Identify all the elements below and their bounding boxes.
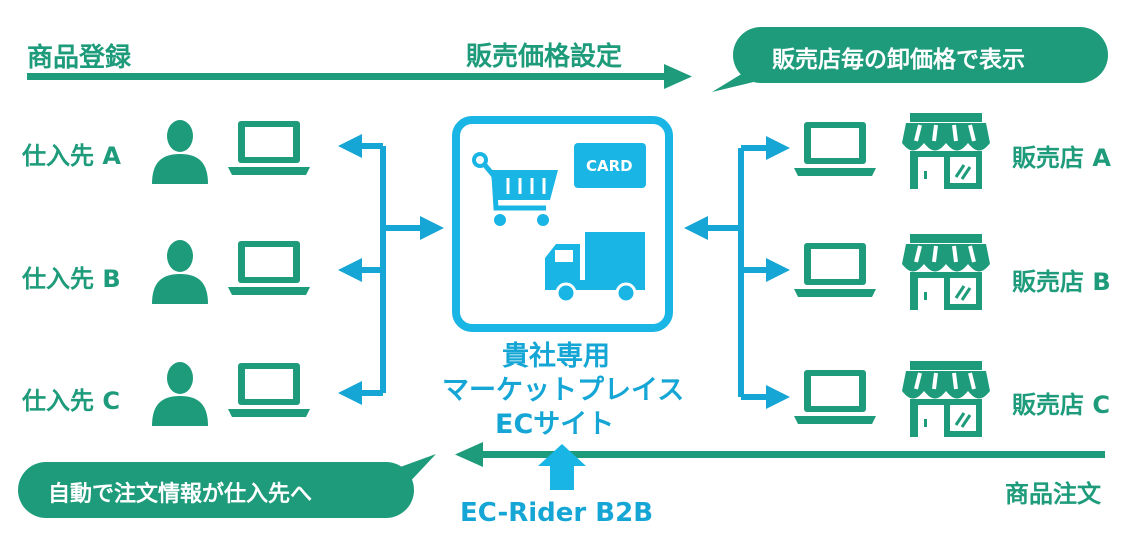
laptop-icon [228, 121, 310, 175]
supplier-a-icons [152, 120, 310, 184]
store-b-icons [794, 232, 992, 312]
store-a-icons [794, 111, 992, 191]
store-c-label: 販売店 C [1012, 391, 1110, 419]
laptop-icon [794, 122, 876, 176]
auto-order-bubble-label: 自動で注文情報が仕入先へ [48, 482, 313, 507]
laptop-icon [794, 370, 876, 424]
top-flow-arrow [27, 64, 692, 89]
store-connector [684, 136, 790, 409]
storefront-icon [900, 111, 992, 191]
product-registration-label: 商品登録 [27, 43, 132, 73]
store-b-label: 販売店 B [1012, 268, 1111, 296]
credit-card-icon [574, 143, 646, 188]
wholesale-price-bubble-shape [712, 27, 1108, 92]
supplier-a-label: 仕入先 A [22, 142, 121, 170]
person-icon [152, 362, 208, 426]
marketplace-title-line1: 貴社専用 [502, 341, 610, 372]
up-arrow-icon [538, 444, 586, 490]
marketplace-title-line3: ECサイト [495, 409, 615, 440]
supplier-c-label: 仕入先 C [22, 387, 120, 415]
card-label: CARD [586, 157, 633, 175]
person-icon [152, 120, 208, 184]
wholesale-price-bubble-label: 販売店毎の卸価格で表示 [772, 47, 1025, 73]
auto-order-bubble-shape [18, 454, 436, 518]
supplier-c-icons [152, 362, 310, 426]
shopping-cart-icon [472, 152, 558, 226]
marketplace-title-line2: マーケットプレイス [442, 375, 685, 406]
marketplace-box [452, 116, 673, 332]
person-icon [152, 240, 208, 304]
order-flow-arrow [455, 442, 1105, 467]
store-a-label: 販売店 A [1012, 144, 1111, 172]
laptop-icon [228, 241, 310, 295]
laptop-icon [228, 363, 310, 417]
product-name-label: EC-Rider B2B [460, 498, 654, 528]
product-order-label: 商品注文 [1005, 480, 1101, 508]
storefront-icon [900, 359, 992, 439]
supplier-b-icons [152, 240, 310, 304]
supplier-connector [338, 134, 444, 405]
delivery-truck-icon [545, 232, 645, 304]
laptop-icon [794, 243, 876, 297]
price-setting-label: 販売価格設定 [466, 42, 623, 72]
storefront-icon [900, 232, 992, 312]
supplier-b-label: 仕入先 B [22, 265, 121, 293]
store-c-icons [794, 359, 992, 439]
